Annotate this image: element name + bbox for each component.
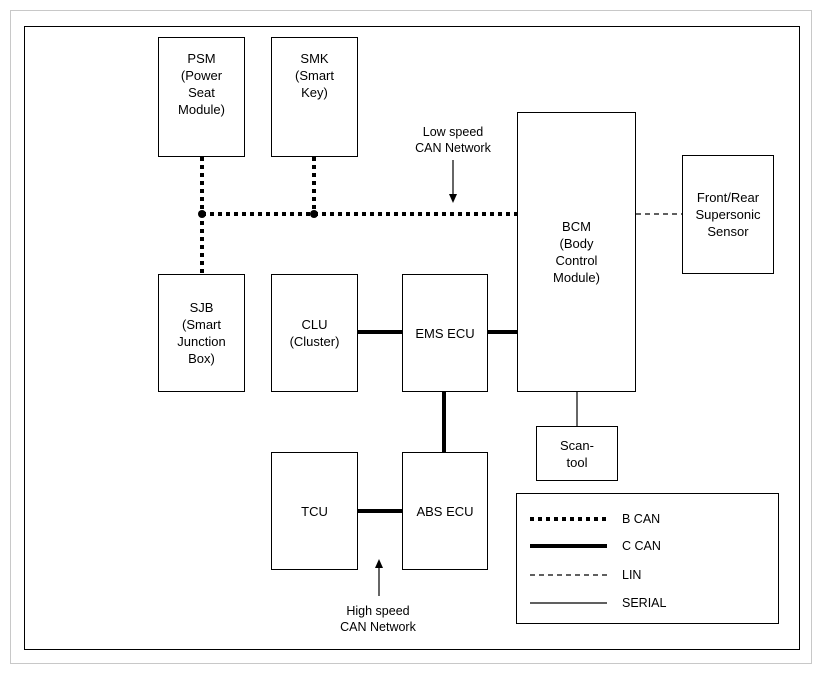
sjb-box: SJB (Smart Junction Box)	[158, 274, 245, 392]
scan-tool-box: Scan- tool	[536, 426, 618, 481]
smk-label: SMK (Smart Key)	[295, 51, 334, 100]
tcu-box: TCU	[271, 452, 358, 570]
abs-ecu-box: ABS ECU	[402, 452, 488, 570]
legend-c-can-label: C CAN	[622, 539, 661, 553]
clu-label: CLU (Cluster)	[289, 317, 340, 349]
clu-box: CLU (Cluster)	[271, 274, 358, 392]
legend-serial-label: SERIAL	[622, 596, 667, 610]
scan-tool-label: Scan- tool	[560, 437, 594, 470]
psm-box: PSM (Power Seat Module)	[158, 37, 245, 157]
sensor-label: Front/Rear Supersonic Sensor	[695, 190, 761, 239]
junction-dot	[310, 210, 318, 218]
diagram-border	[24, 26, 800, 650]
ems-ecu-label: EMS ECU	[415, 325, 475, 341]
ems-ecu-box: EMS ECU	[402, 274, 488, 392]
bcm-label: BCM (Body Control Module)	[553, 219, 600, 285]
smk-box: SMK (Smart Key)	[271, 37, 358, 157]
bcm-box: BCM (Body Control Module)	[517, 112, 636, 392]
high-speed-arrow-head	[375, 559, 383, 568]
high-speed-can-label: High speed CAN Network	[340, 604, 416, 634]
abs-ecu-label: ABS ECU	[416, 503, 474, 519]
legend-box	[516, 493, 779, 624]
legend-lin-label: LIN	[622, 568, 642, 582]
psm-label: PSM (Power Seat Module)	[178, 51, 225, 117]
legend-b-can-label: B CAN	[622, 512, 661, 526]
low-speed-can-label: Low speed CAN Network	[415, 125, 491, 155]
sensor-box: Front/Rear Supersonic Sensor	[682, 155, 774, 274]
sjb-label: SJB (Smart Junction Box)	[177, 300, 226, 366]
figure-frame	[10, 10, 812, 664]
low-speed-arrow-head	[449, 194, 457, 203]
junction-dot	[198, 210, 206, 218]
tcu-label: TCU	[301, 503, 328, 519]
